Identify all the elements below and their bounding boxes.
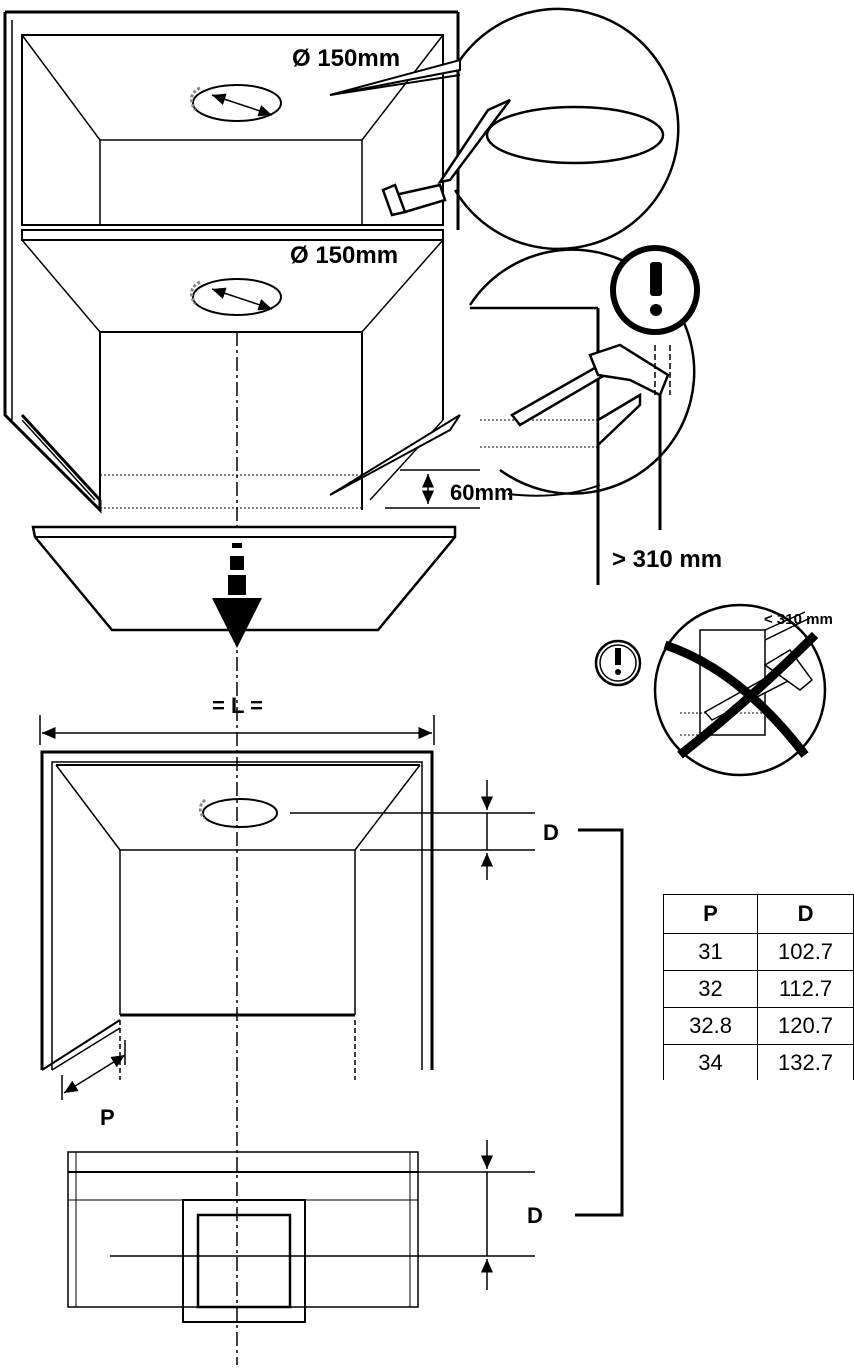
- saw-detail-circle-top: [381, 7, 680, 251]
- diameter-label-top: Ø 150mm: [292, 45, 400, 72]
- upper-cabinet: [3, 10, 460, 514]
- table-cell: 34: [663, 1044, 759, 1080]
- table-header-p: P: [663, 894, 759, 934]
- max-height-label: < 310 mm: [764, 611, 833, 628]
- duct-hole-lower: [198, 798, 278, 828]
- table-row: 34 132.7: [663, 1044, 854, 1080]
- duct-hole-middle: [189, 278, 282, 316]
- table-cell: 32: [663, 970, 759, 1008]
- table-row: 32 112.7: [663, 970, 854, 1008]
- saw-detail-circle-side: [468, 248, 696, 585]
- cut-guide-lines: [100, 474, 362, 509]
- dimension-60mm: [385, 469, 601, 509]
- table-cell: 132.7: [757, 1044, 854, 1080]
- depth-label-upper: D: [543, 820, 559, 845]
- table-clip: P D 31 102.7 32 112.7 32.8 120.7 34 132.…: [663, 890, 854, 1080]
- p-dimension-line: [63, 1054, 126, 1094]
- table-header-row: P D: [663, 894, 854, 934]
- table-cell: 32.8: [663, 1007, 759, 1045]
- table-cell: 102.7: [757, 933, 854, 971]
- exclamation-icon: [594, 639, 642, 687]
- down-arrow: [212, 543, 262, 648]
- lower-cabinet: [40, 750, 434, 1080]
- table-row: 31 102.7: [663, 933, 854, 971]
- incorrect-cut-circle: [653, 603, 827, 777]
- d-dimension-upper: [290, 780, 624, 1217]
- width-label: = L =: [212, 693, 263, 718]
- table-row: 32.8 120.7: [663, 1007, 854, 1045]
- table-cell: 31: [663, 933, 759, 971]
- depth-label-lower: D: [527, 1203, 543, 1228]
- p-d-table: P D 31 102.7 32 112.7 32.8 120.7 34 132.…: [663, 894, 854, 1080]
- table-cell: 120.7: [757, 1007, 854, 1045]
- hood-bottom-view: [67, 1151, 535, 1323]
- duct-hole-top: [189, 84, 282, 122]
- table-cell: 112.7: [757, 970, 854, 1008]
- min-height-label: > 310 mm: [612, 546, 722, 573]
- exclamation-icon: [610, 245, 700, 335]
- p-label: P: [100, 1105, 115, 1130]
- diameter-label-middle: Ø 150mm: [290, 242, 398, 269]
- table-header-d: D: [757, 894, 854, 934]
- cut-height-label: 60mm: [450, 480, 514, 505]
